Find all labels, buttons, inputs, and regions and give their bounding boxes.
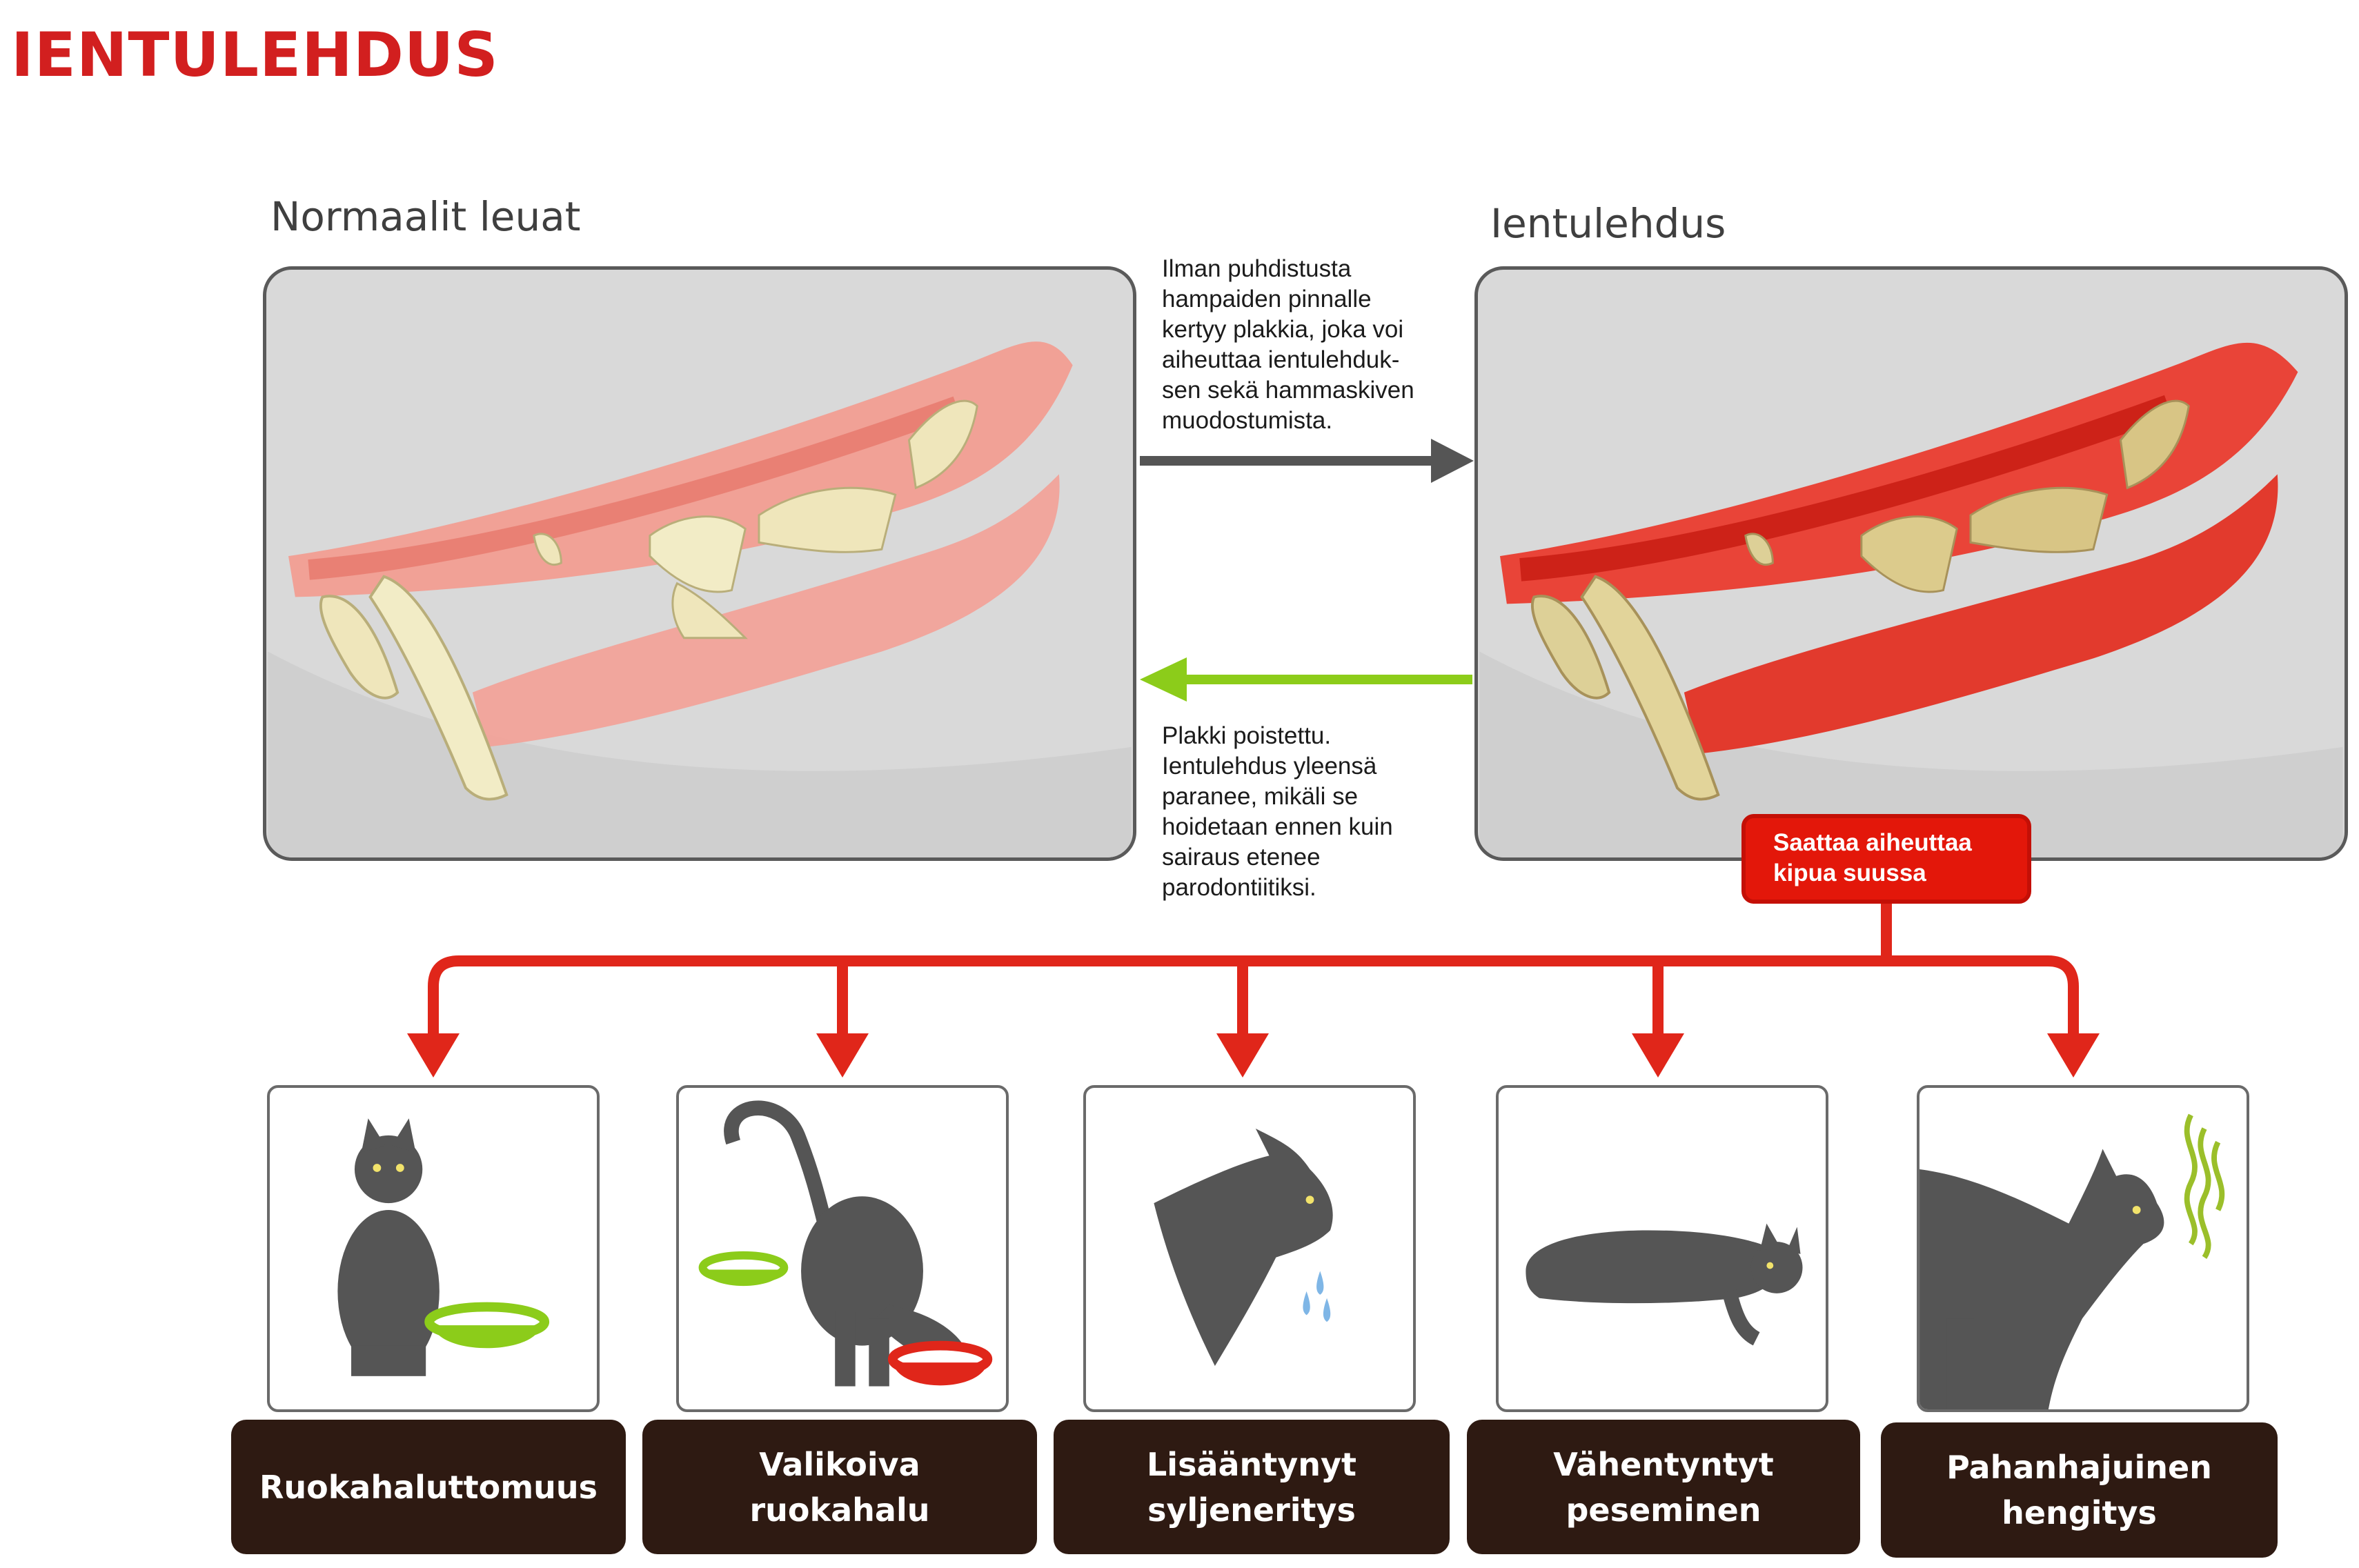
gingivitis-panel: [1474, 266, 2348, 861]
cat-eating-from-bowl-icon: [698, 1100, 993, 1387]
symptom-branch-arrows: [428, 904, 2079, 1035]
symptom-label-4: Vähentyntyt peseminen: [1467, 1420, 1860, 1554]
symptom-label-2: Valikoiva ruokahalu: [642, 1420, 1037, 1554]
sitting-cat-with-bowl-icon: [337, 1118, 550, 1376]
symptom-label-5: Pahanhajuinen hengitys: [1881, 1422, 2278, 1558]
normal-jaw-illustration: [268, 341, 1132, 857]
normal-jaw-label: Normaalit leuat: [270, 193, 581, 240]
back-arrow: [1140, 657, 1472, 702]
cat-bad-breath-icon: [1919, 1113, 2225, 1409]
page-title: IENTULEHDUS: [11, 19, 499, 90]
symptom-card-2: [676, 1085, 1009, 1412]
forward-arrow: [1140, 439, 1474, 483]
plaque-removed-note: Plakki poistettu. Ientulehdus yleensä pa…: [1162, 722, 1393, 901]
symptom-arrowheads: [407, 1033, 2100, 1078]
symptom-label-1: Ruokahaluttomuus: [231, 1420, 626, 1554]
drooling-cat-icon: [1154, 1128, 1333, 1367]
symptom-card-5: [1917, 1085, 2249, 1412]
symptom-card-3: [1083, 1085, 1416, 1412]
symptom-card-1: [267, 1085, 600, 1412]
symptom-label-3: Lisääntynyt syljeneritys: [1054, 1420, 1450, 1554]
symptom-card-4: [1496, 1085, 1828, 1412]
lying-cat-icon: [1526, 1223, 1803, 1346]
normal-jaw-panel: [263, 266, 1136, 861]
pain-warning-badge: Saattaa aiheuttaa kipua suussa: [1741, 814, 2031, 904]
gingivitis-label: Ientulehdus: [1490, 200, 1726, 247]
plaque-buildup-note: Ilman puhdistusta hampaiden pinnalle ker…: [1162, 255, 1414, 434]
gingivitis-illustration: [1479, 342, 2343, 857]
